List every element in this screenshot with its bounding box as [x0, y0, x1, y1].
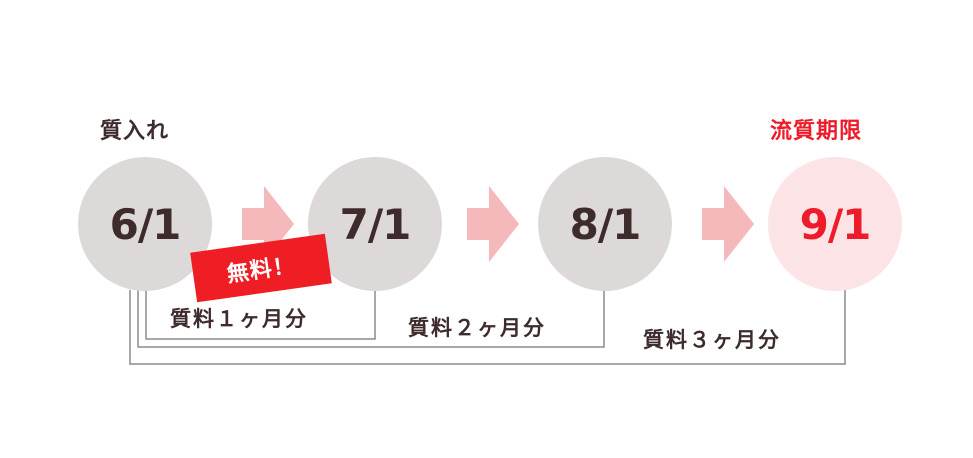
arrow-right-icon [467, 186, 519, 262]
arrow-right-icon [242, 186, 294, 262]
date-circle-august: 8/1 [538, 157, 672, 291]
arrow-right-icon [702, 186, 754, 262]
date-label: 6/1 [109, 199, 182, 249]
bracket-one-month [145, 290, 376, 340]
bracket-three-months [129, 290, 846, 365]
date-circle-june: 6/1 [78, 157, 212, 291]
date-label: 8/1 [569, 199, 642, 249]
date-circle-september: 9/1 [768, 157, 902, 291]
fee-two-months: 質料２ヶ月分 [408, 316, 546, 340]
expiry-label: 流質期限 [770, 119, 863, 144]
date-label: 7/1 [339, 199, 412, 249]
bracket-two-months [137, 290, 605, 348]
date-label: 9/1 [799, 199, 872, 249]
fee-three-months: 質料３ヶ月分 [643, 328, 781, 352]
date-circle-july: 7/1 [308, 157, 442, 291]
free-badge-label: 無料！ [225, 253, 298, 288]
pawn-in-label: 質入れ [100, 119, 170, 144]
fee-one-month: 質料１ヶ月分 [170, 307, 308, 331]
